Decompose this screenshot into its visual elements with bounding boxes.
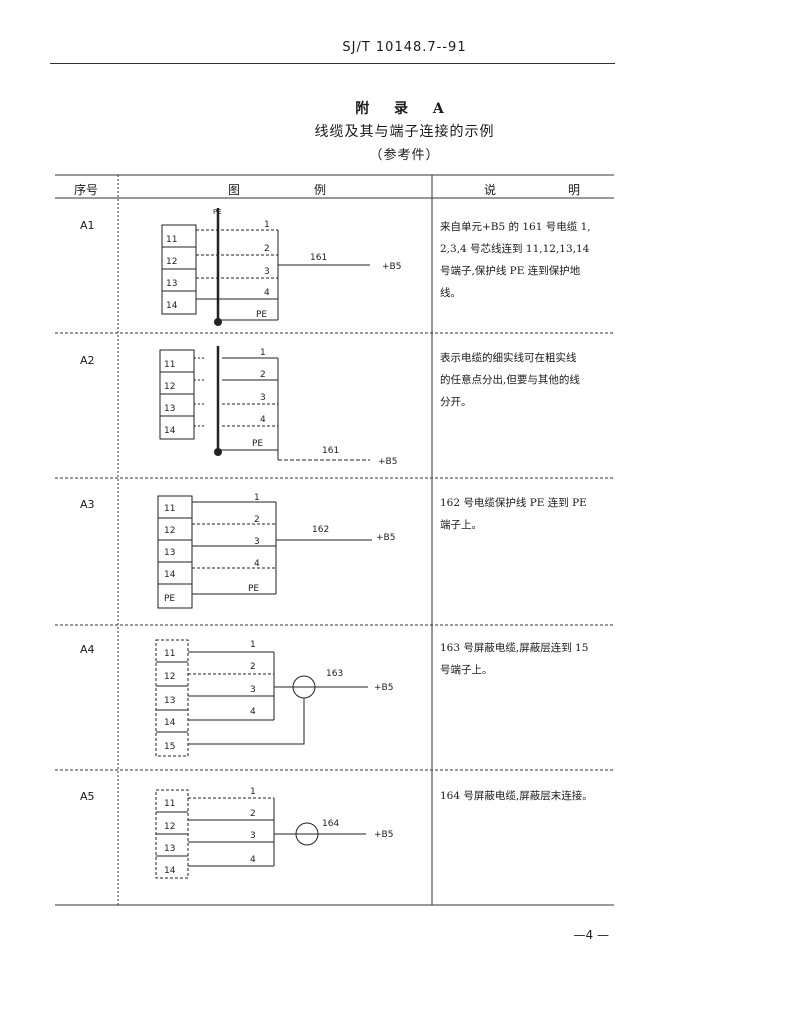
terminal-label: 12 xyxy=(166,257,177,267)
core-label: 4 xyxy=(260,415,266,425)
terminal-label: 14 xyxy=(164,426,176,436)
terminal-label: 11 xyxy=(164,649,175,659)
wiring-diagram-a4: 11 12 13 14 15 1 2 3 4 163 +B5 xyxy=(155,639,393,757)
terminal-label: 12 xyxy=(164,526,175,536)
cable-number: 163 xyxy=(326,669,343,679)
terminal-label: 13 xyxy=(166,279,177,289)
destination-label: +B5 xyxy=(378,457,397,467)
core-label: 2 xyxy=(260,370,266,380)
row-description: 表示电缆的细实线可在粗实线 的任意点分出,但要与其他的线 分开。 xyxy=(440,352,580,408)
core-label: 3 xyxy=(250,831,256,841)
core-label: 1 xyxy=(254,493,260,503)
row-seq: A1 xyxy=(80,219,95,232)
header-rule xyxy=(50,63,615,64)
row-description: 163 号屏蔽电缆,屏蔽层连到 15 号端子上。 xyxy=(440,642,589,676)
terminal-label: 12 xyxy=(164,672,175,682)
core-label: 4 xyxy=(264,288,270,298)
core-label: 1 xyxy=(250,640,256,650)
terminal-label: 12 xyxy=(164,822,175,832)
cable-number: 161 xyxy=(310,253,327,263)
core-label: 4 xyxy=(250,855,256,865)
core-label: 1 xyxy=(264,220,270,230)
row-seq: A4 xyxy=(80,643,95,656)
terminal-label: 14 xyxy=(166,301,178,311)
core-label: 1 xyxy=(260,348,266,358)
header-figure-b: 例 xyxy=(314,183,327,197)
core-label: PE xyxy=(248,584,259,594)
terminal-label: 14 xyxy=(164,570,176,580)
destination-label: +B5 xyxy=(374,830,393,840)
terminal-label: 11 xyxy=(164,799,175,809)
terminal-label: 15 xyxy=(164,742,175,752)
core-label: PE xyxy=(256,310,267,320)
core-label: 2 xyxy=(250,809,256,819)
terminal-label: 11 xyxy=(166,235,177,245)
terminal-label: 14 xyxy=(164,866,176,876)
terminal-label: 11 xyxy=(164,504,175,514)
terminal-label: 13 xyxy=(164,696,175,706)
wiring-diagram-a3: 11 12 13 14 PE 1 2 3 4 PE 162 +B5 xyxy=(157,493,395,609)
cable-number: 164 xyxy=(322,819,339,829)
core-label: PE xyxy=(252,439,263,449)
row-description: 来自单元+B5 的 161 号电缆 1, 2,3,4 号芯线连到 11,12,1… xyxy=(440,221,591,299)
row-description: 164 号屏蔽电缆,屏蔽层末连接。 xyxy=(440,790,593,802)
destination-label: +B5 xyxy=(376,533,395,543)
core-label: 2 xyxy=(254,515,260,525)
destination-label: +B5 xyxy=(382,262,401,272)
terminal-label: 13 xyxy=(164,844,175,854)
appendix-subject: 线缆及其与端子连接的示例 xyxy=(314,124,495,140)
wiring-diagram-a1: PE 11 12 13 14 1 2 3 4 PE 161 +B5 xyxy=(161,208,401,326)
appendix-title: 附 录 A xyxy=(355,101,454,117)
header-explain-a: 说 xyxy=(484,183,497,197)
appendix-nature: （参考件） xyxy=(369,148,440,163)
wiring-diagram-a5: 11 12 13 14 1 2 3 4 164 +B5 xyxy=(155,787,393,879)
cable-number: 162 xyxy=(312,525,329,535)
terminal-label: 12 xyxy=(164,382,175,392)
core-label: 3 xyxy=(250,685,256,695)
core-label: 4 xyxy=(254,559,260,569)
core-label: 3 xyxy=(254,537,260,547)
core-label: 1 xyxy=(250,787,256,797)
core-label: 3 xyxy=(260,393,266,403)
standard-code: SJ/T 10148.7--91 xyxy=(342,40,467,55)
row-description: 162 号电缆保护线 PE 连到 PE 端子上。 xyxy=(440,497,587,531)
cable-number: 161 xyxy=(322,446,339,456)
terminal-label: PE xyxy=(164,594,175,604)
core-label: 4 xyxy=(250,707,256,717)
terminal-label: 11 xyxy=(164,360,175,370)
destination-label: +B5 xyxy=(374,683,393,693)
terminal-label: 13 xyxy=(164,548,175,558)
row-seq: A5 xyxy=(80,790,95,803)
core-label: 2 xyxy=(264,244,270,254)
core-label: 3 xyxy=(264,267,270,277)
page-number: —4 — xyxy=(573,928,609,942)
terminal-label: 14 xyxy=(164,718,176,728)
core-label: 2 xyxy=(250,662,256,672)
terminal-label: 13 xyxy=(164,404,175,414)
header-seq: 序号 xyxy=(74,183,99,197)
row-seq: A3 xyxy=(80,498,95,511)
row-seq: A2 xyxy=(80,354,95,367)
header-explain-b: 明 xyxy=(568,183,581,197)
wiring-diagram-a2: 11 12 13 14 1 2 3 4 PE 161 +B5 xyxy=(159,346,397,467)
bus-label: PE xyxy=(213,208,222,216)
header-figure-a: 图 xyxy=(228,183,241,197)
